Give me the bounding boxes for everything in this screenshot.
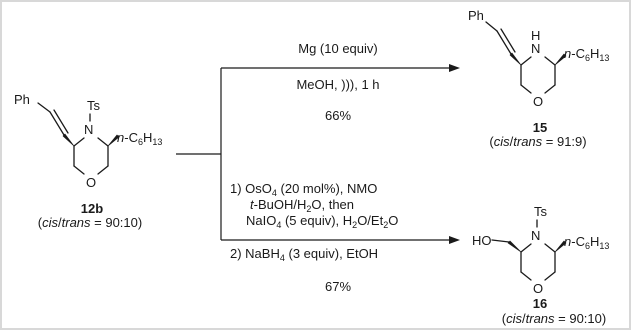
product16-ring-bond [544, 271, 556, 281]
product15-compound-number: 15 [533, 120, 547, 135]
product15-o-atom: O [533, 94, 543, 109]
product15-alkene-double-bond [500, 28, 516, 53]
arrow-bottom-head [449, 236, 460, 244]
product15-ph-label: Ph [468, 8, 484, 23]
product15-cis-trans-ratio: (cis/trans = 91:9) [489, 134, 586, 149]
product15-ph-bond [485, 21, 498, 32]
product16-n-atom: N [531, 228, 540, 243]
product15-ring-bond [520, 56, 532, 66]
reactant-n-atom: N [84, 122, 93, 137]
product16-ring-bond [544, 243, 556, 253]
reactant-o-atom: O [86, 175, 96, 190]
product15-h-label: H [531, 28, 540, 43]
product15-n-atom: N [531, 41, 540, 56]
reaction-arrows [176, 64, 460, 244]
reactant-hexyl-wedge [107, 134, 120, 147]
product16-hexyl-label: n-C6H13 [564, 234, 609, 251]
reactant-cis-trans-ratio: (cis/trans = 90:10) [38, 215, 142, 230]
product16-ch2oh-bond [491, 239, 510, 243]
bottom-step1-line: 1) OsO4 (20 mol%), NMO [230, 181, 377, 198]
product-15: Ph H N O n-C6H13 15 (cis/trans = 91:9) [468, 8, 609, 149]
product15-ring-bond [520, 84, 532, 94]
reactant-ph-bond [37, 102, 51, 113]
bottom-conditions: 1) OsO4 (20 mol%), NMO t-BuOH/H2O, then … [230, 181, 398, 294]
product16-ho-label: HO [472, 233, 492, 248]
top-yield: 66% [325, 108, 351, 123]
product16-ts-label: Ts [534, 204, 548, 219]
product16-ch2-wedge [507, 240, 522, 253]
top-solvent-line: MeOH, ))), 1 h [296, 77, 379, 92]
reactant-ring-bond [73, 137, 85, 147]
product15-ring-bond [544, 56, 556, 66]
top-conditions: Mg (10 equiv) MeOH, ))), 1 h 66% [296, 41, 379, 123]
reactant-ring-bond [97, 165, 109, 175]
arrow-top-head [449, 64, 460, 72]
bottom-yield: 67% [325, 279, 351, 294]
reactant-compound-number: 12b [81, 201, 103, 216]
product15-hexyl-wedge [554, 53, 567, 66]
product15-vinyl-wedge [509, 52, 522, 66]
bottom-periodate-line: NaIO4 (5 equiv), H2O/Et2O [246, 213, 398, 230]
reactant-12b: Ph Ts N O n-C6H13 12b (cis/trans = 90:10… [14, 92, 162, 230]
product16-ring-bond [520, 271, 532, 281]
product16-o-atom: O [533, 281, 543, 296]
product15-ring-bond [544, 84, 556, 94]
reactant-ring-bond [73, 165, 85, 175]
reactant-vinyl-wedge [62, 133, 75, 147]
reactant-ring-bond [97, 137, 109, 147]
product-16: HO Ts N O n-C6H13 16 (cis/trans = 90:10) [472, 204, 609, 326]
product16-hexyl-wedge [554, 240, 567, 253]
product16-cis-trans-ratio: (cis/trans = 90:10) [502, 311, 606, 326]
product15-alkene-double-bond [496, 30, 512, 55]
reactant-alkene-double-bond [49, 111, 65, 136]
reactant-alkene-double-bond [53, 109, 69, 134]
product16-compound-number: 16 [533, 296, 547, 311]
bottom-step2-line: 2) NaBH4 (3 equiv), EtOH [230, 246, 378, 263]
bottom-solvent-line: t-BuOH/H2O, then [250, 197, 354, 214]
reactant-hexyl-label: n-C6H13 [117, 130, 162, 147]
top-reagent-line: Mg (10 equiv) [298, 41, 377, 56]
reactant-ph-label: Ph [14, 92, 30, 107]
reactant-ts-label: Ts [87, 98, 101, 113]
product16-ring-bond [520, 243, 532, 253]
product15-hexyl-label: n-C6H13 [564, 46, 609, 63]
